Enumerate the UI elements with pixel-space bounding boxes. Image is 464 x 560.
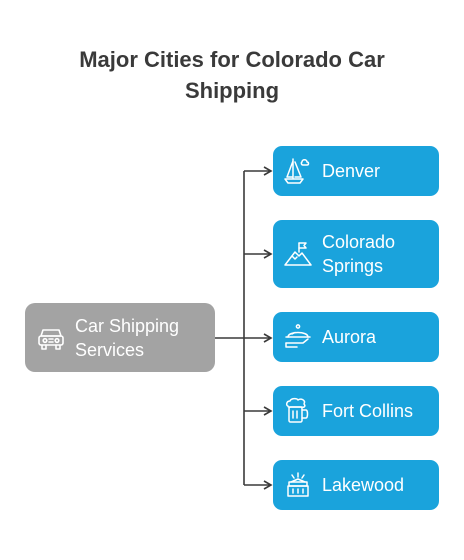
- mountain-flag-icon: [284, 242, 312, 266]
- city-node-denver: Denver: [273, 146, 439, 196]
- city-label-colorado-springs: Colorado Springs: [322, 232, 396, 276]
- city-label-denver: Denver: [322, 161, 381, 181]
- sailboat-icon: [284, 158, 310, 184]
- city-label-lakewood: Lakewood: [322, 475, 405, 495]
- beer-mug-icon: [285, 397, 309, 423]
- city-node-lakewood: Lakewood: [273, 460, 439, 510]
- city-node-aurora: Aurora: [273, 312, 439, 362]
- food-platter-icon: [285, 324, 311, 348]
- city-node-fort-collins: Fort Collins: [273, 386, 439, 436]
- city-node-colorado-springs: Colorado Springs: [273, 220, 439, 288]
- lamp-building-icon: [287, 472, 309, 497]
- city-label-aurora: Aurora: [322, 327, 377, 347]
- jeep-icon: [38, 328, 64, 350]
- city-label-fort-collins: Fort Collins: [322, 401, 414, 421]
- root-node-car-shipping: Car Shipping Services: [25, 303, 215, 372]
- diagram-title: Major Cities for Colorado Car Shipping: [79, 47, 385, 103]
- root-node-label: Car Shipping Services: [75, 315, 180, 360]
